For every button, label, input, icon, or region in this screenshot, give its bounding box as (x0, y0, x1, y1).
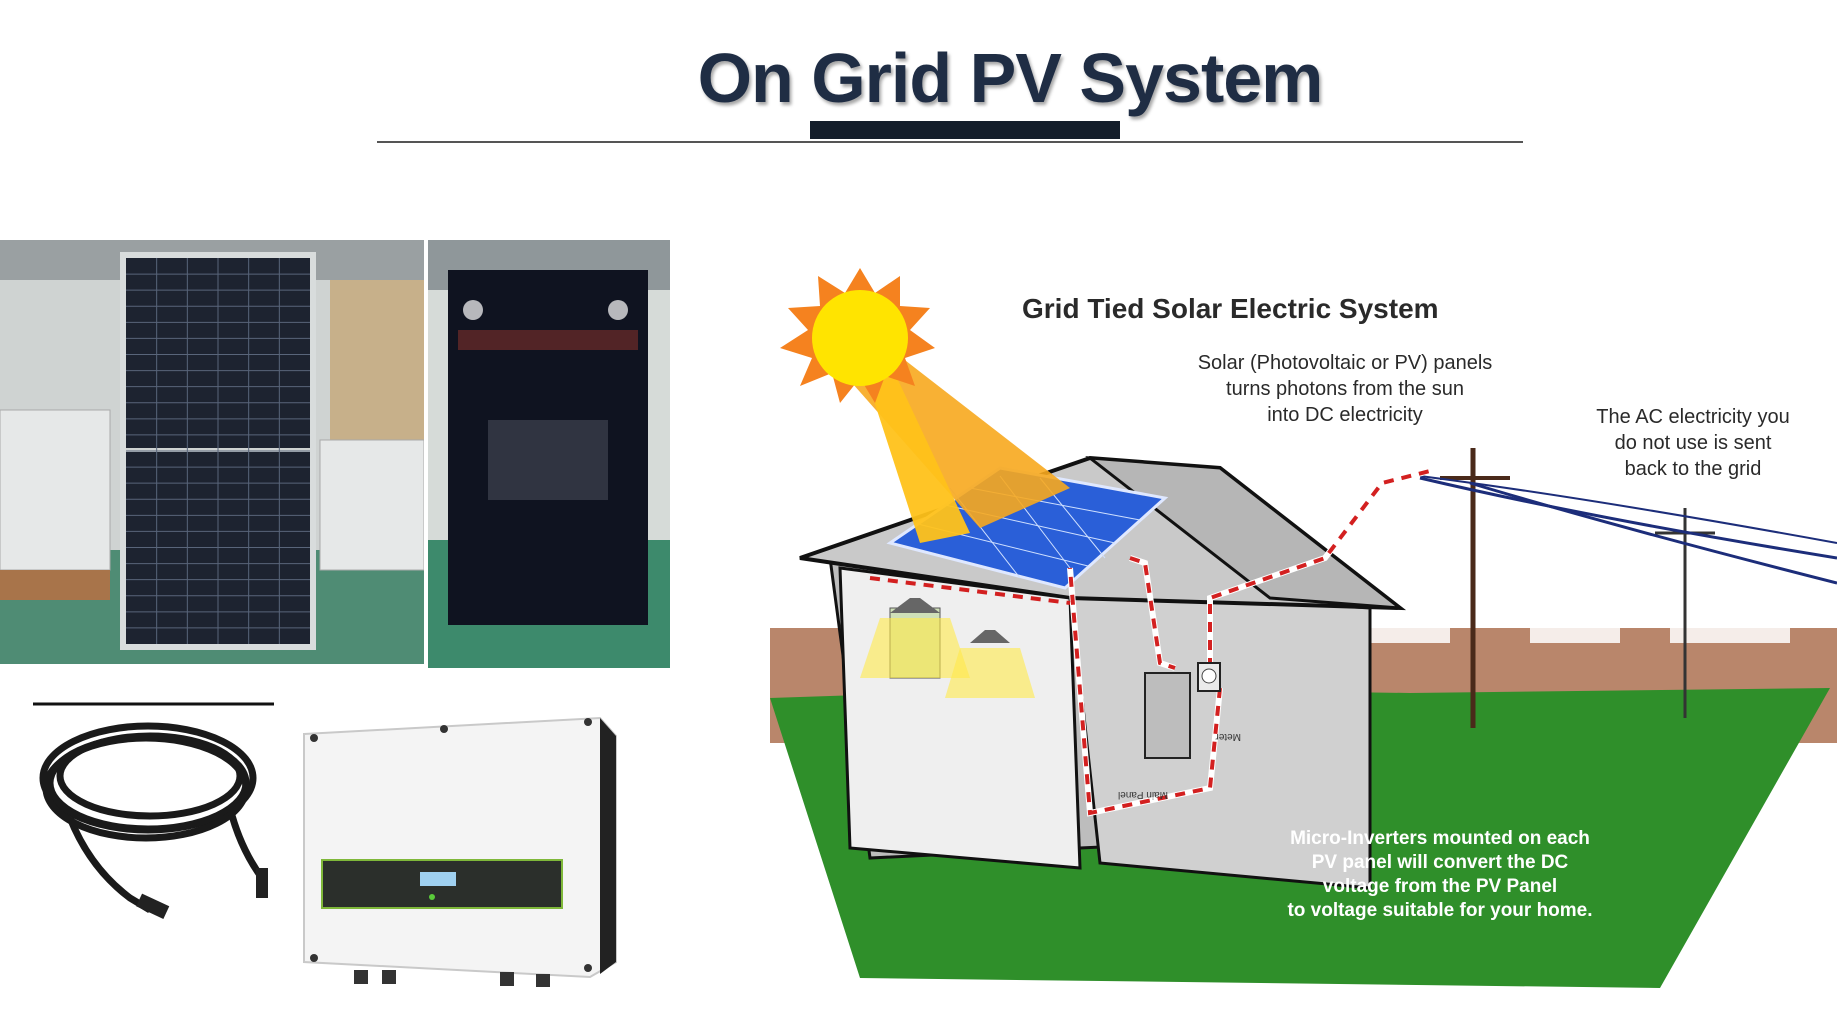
svg-text:The AC electricity you: The AC electricity you (1596, 406, 1789, 428)
svg-text:Micro-Inverters mounted on eac: Micro-Inverters mounted on each (1290, 828, 1590, 849)
sun-ray-b (865, 363, 970, 543)
solar-panel-front-photo (0, 240, 424, 664)
title-accent-bar (810, 121, 1120, 139)
title-underline (377, 141, 1523, 143)
panel-stack-left (0, 409, 111, 600)
svg-text:voltage from the PV Panel: voltage from the PV Panel (1323, 876, 1557, 897)
panels-note: Solar (Photovoltaic or PV) panels turns … (1198, 352, 1493, 426)
house (799, 455, 1407, 890)
svg-text:into DC electricity: into DC electricity (1267, 404, 1423, 426)
main-panel-box (1144, 672, 1191, 759)
main-panel-label: Main Panel (1118, 789, 1168, 800)
svg-text:to voltage suitable for your h: to voltage suitable for your home. (1287, 900, 1592, 921)
grid-tied-diagram: Meter Main Panel Grid Tied Solar Electri… (770, 268, 1837, 988)
solar-panel-black-photo (428, 240, 670, 668)
ceiling-lamps (860, 598, 1035, 698)
diagram-title: Grid Tied Solar Electric System (1022, 293, 1439, 324)
inverter-note: Micro-Inverters mounted on each PV panel… (1287, 828, 1592, 921)
svg-text:turns photons from the sun: turns photons from the sun (1226, 378, 1464, 400)
svg-text:Solar (Photovoltaic or PV) pan: Solar (Photovoltaic or PV) panels (1198, 352, 1493, 374)
svg-text:PV panel will convert the DC: PV panel will convert the DC (1312, 852, 1569, 873)
sun-icon (780, 268, 935, 403)
page-title: On Grid PV System (697, 39, 1324, 117)
grid-note: The AC electricity you do not use is sen… (1596, 406, 1789, 480)
meter-label: Meter (1215, 731, 1241, 742)
svg-text:do not use is sent: do not use is sent (1615, 432, 1772, 454)
panel-stack-right (319, 280, 424, 571)
pv-cable-photo (33, 702, 274, 919)
svg-text:back to the grid: back to the grid (1625, 458, 1762, 480)
grid-tie-inverter-photo (303, 716, 617, 987)
